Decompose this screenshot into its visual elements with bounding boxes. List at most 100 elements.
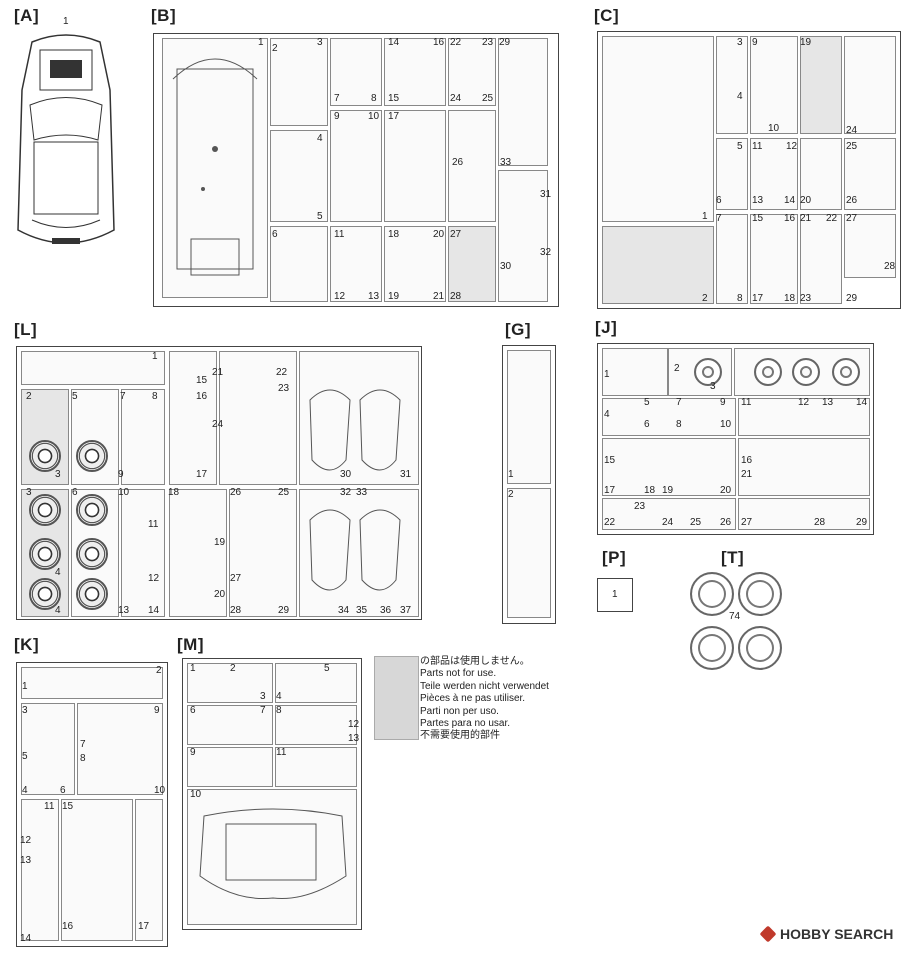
logo-diamond-icon bbox=[759, 925, 777, 943]
j-num-1: 1 bbox=[604, 369, 610, 380]
tree-c-cell-2 bbox=[602, 226, 714, 304]
l-num-26: 26 bbox=[230, 487, 242, 498]
l-num-30: 30 bbox=[340, 469, 352, 480]
tree-k-frame bbox=[16, 662, 168, 947]
c-num-15: 15 bbox=[752, 213, 764, 224]
tree-k-cell-3-6 bbox=[21, 703, 75, 795]
m-num-13: 13 bbox=[348, 733, 360, 744]
b-num-29: 29 bbox=[499, 37, 511, 48]
b-num-5: 5 bbox=[317, 211, 323, 222]
l-num-33: 33 bbox=[356, 487, 368, 498]
tree-j-cell-11-14 bbox=[738, 398, 870, 436]
b-num-25: 25 bbox=[482, 93, 494, 104]
l-num-16: 16 bbox=[196, 391, 208, 402]
l-num-6: 6 bbox=[72, 487, 78, 498]
c-num-10: 10 bbox=[768, 123, 780, 134]
m-num-4: 4 bbox=[276, 691, 282, 702]
tree-k-cell-7-10 bbox=[77, 703, 163, 795]
tree-a-title: [A] bbox=[14, 6, 40, 25]
legend-line-en: Parts not for use. bbox=[420, 668, 497, 680]
k-num-11: 11 bbox=[44, 801, 55, 812]
j-ring-3b bbox=[754, 358, 782, 386]
k-num-7: 7 bbox=[80, 739, 86, 750]
b-num-1: 1 bbox=[258, 37, 264, 48]
l-num-15: 15 bbox=[196, 375, 208, 386]
tree-b-cell-4-5 bbox=[270, 130, 328, 222]
tree-k-cell-11-14 bbox=[21, 799, 59, 941]
j-ring-3a bbox=[694, 358, 722, 386]
t-num-74: 74 bbox=[729, 611, 741, 622]
k-num-13: 13 bbox=[20, 855, 32, 866]
legend-line-es: Partes para no usar. bbox=[420, 718, 511, 730]
c-num-6: 6 bbox=[716, 195, 722, 206]
tree-m-title: [M] bbox=[177, 635, 204, 654]
tree-c-cell-20 bbox=[800, 138, 842, 210]
c-num-19: 19 bbox=[800, 37, 812, 48]
c-num-18: 18 bbox=[784, 293, 796, 304]
l-num-3: 3 bbox=[55, 469, 61, 480]
t-tire-1 bbox=[690, 572, 734, 616]
j-num-8: 8 bbox=[676, 419, 682, 430]
c-num-21: 21 bbox=[800, 213, 812, 224]
l-num-32: 32 bbox=[340, 487, 352, 498]
g-num-2: 2 bbox=[508, 489, 514, 500]
tree-k-cell-1-2 bbox=[21, 667, 163, 699]
l-num-3b: 3 bbox=[26, 487, 32, 498]
m-num-12: 12 bbox=[348, 719, 360, 730]
c-num-28: 28 bbox=[884, 261, 896, 272]
k-num-14: 14 bbox=[20, 933, 32, 944]
legend-line-jp: の部品は使用しません。 bbox=[420, 656, 530, 667]
m-num-1: 1 bbox=[190, 663, 196, 674]
c-num-24: 24 bbox=[846, 125, 858, 136]
tree-b-cell-18-21 bbox=[384, 226, 446, 302]
j-num-9: 9 bbox=[720, 397, 726, 408]
l-wheel-6c bbox=[76, 538, 108, 570]
l-num-18: 18 bbox=[168, 487, 180, 498]
tree-c-cell-9-10 bbox=[750, 36, 798, 134]
tree-l-cell-21-24 bbox=[219, 351, 297, 485]
c-num-27: 27 bbox=[846, 213, 858, 224]
c-num-17: 17 bbox=[752, 293, 764, 304]
b-num-8: 8 bbox=[371, 93, 377, 104]
tree-b-cell-14-16 bbox=[384, 38, 446, 106]
j-num-5: 5 bbox=[644, 397, 650, 408]
tree-c-cell-7-8 bbox=[716, 214, 748, 304]
b-num-20: 20 bbox=[433, 229, 445, 240]
j-num-20: 20 bbox=[720, 485, 732, 496]
chassis-drawing bbox=[172, 58, 258, 276]
tree-c-frame bbox=[597, 31, 901, 309]
unused-parts-swatch bbox=[374, 656, 419, 740]
j-num-24: 24 bbox=[662, 517, 674, 528]
k-num-15: 15 bbox=[62, 801, 74, 812]
tree-p-title: [P] bbox=[602, 548, 627, 567]
c-num-29: 29 bbox=[846, 293, 858, 304]
j-num-23: 23 bbox=[634, 501, 646, 512]
tree-j-cell-22-26 bbox=[602, 498, 736, 530]
l-num-36: 36 bbox=[380, 605, 392, 616]
tree-j-cell-1 bbox=[602, 348, 668, 396]
c-num-26: 26 bbox=[846, 195, 858, 206]
b-num-33: 33 bbox=[500, 157, 512, 168]
tree-b-cell-26 bbox=[448, 110, 496, 222]
l-wheel-3a bbox=[29, 440, 61, 472]
tree-j-title: [J] bbox=[595, 318, 618, 337]
l-num-23: 23 bbox=[278, 383, 290, 394]
l-num-1: 1 bbox=[152, 351, 158, 362]
j-ring-3c bbox=[792, 358, 820, 386]
c-num-20: 20 bbox=[800, 195, 812, 206]
tree-l-cell-8-9 bbox=[121, 389, 165, 485]
b-num-30: 30 bbox=[500, 261, 512, 272]
j-num-6: 6 bbox=[644, 419, 650, 430]
m-num-5: 5 bbox=[324, 663, 330, 674]
tree-g-cell-2 bbox=[507, 488, 551, 618]
j-num-7: 7 bbox=[676, 397, 682, 408]
l-num-4b: 4 bbox=[55, 605, 61, 616]
l-num-22: 22 bbox=[276, 367, 288, 378]
tree-m-cell-1-3 bbox=[187, 663, 273, 703]
tree-m-cell-9 bbox=[187, 747, 273, 787]
j-num-10: 10 bbox=[720, 419, 732, 430]
b-num-27: 27 bbox=[450, 229, 462, 240]
b-num-14: 14 bbox=[388, 37, 400, 48]
l-wheel-6b bbox=[76, 494, 108, 526]
l-wheel-3b bbox=[29, 494, 61, 526]
